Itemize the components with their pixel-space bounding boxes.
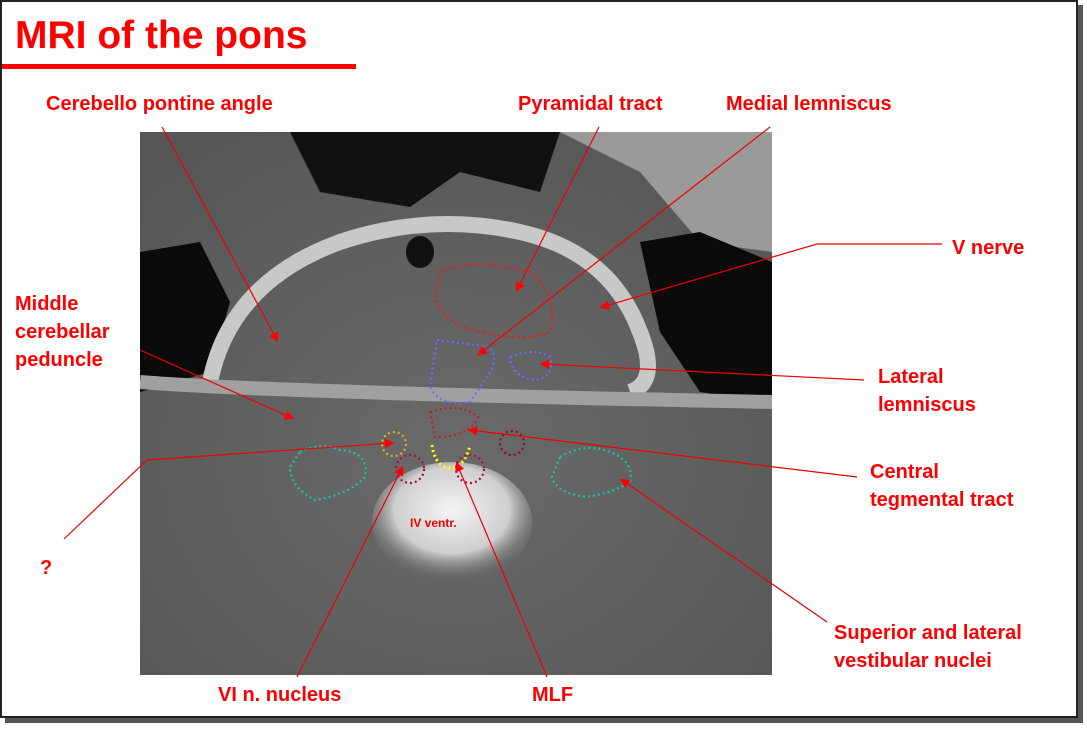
label-v-nerve: V nerve bbox=[952, 237, 1025, 259]
label-vi-nucleus: VI n. nucleus bbox=[218, 684, 342, 706]
label-central-tegmental-tract: Central tegmental tract bbox=[870, 458, 1013, 514]
title-underline bbox=[2, 64, 356, 69]
mri-image bbox=[140, 132, 772, 675]
label-line: Central bbox=[870, 461, 939, 483]
label-line: peduncle bbox=[15, 349, 103, 371]
label-cerebello-pontine-angle: Cerebello pontine angle bbox=[46, 93, 273, 115]
label-question: ? bbox=[40, 557, 53, 579]
label-middle-cerebellar-peduncle: Middle cerebellar peduncle bbox=[15, 290, 110, 374]
label-vestibular-nuclei: Superior and lateral vestibular nuclei bbox=[834, 619, 1022, 675]
label-mlf: MLF bbox=[532, 684, 574, 706]
label-line: Superior and lateral bbox=[834, 622, 1022, 644]
slide: MRI of the pons bbox=[0, 0, 1078, 718]
label-line: lemniscus bbox=[878, 394, 976, 416]
label-line: tegmental tract bbox=[870, 489, 1014, 511]
label-pyramidal-tract: Pyramidal tract bbox=[518, 93, 663, 115]
page-title: MRI of the pons bbox=[15, 14, 308, 57]
fourth-ventricle-label: IV ventr. bbox=[410, 516, 457, 530]
label-line: Lateral bbox=[878, 366, 944, 388]
label-line: cerebellar bbox=[15, 321, 110, 343]
label-line: vestibular nuclei bbox=[834, 650, 992, 672]
label-lateral-lemniscus: Lateral lemniscus bbox=[878, 363, 976, 419]
label-medial-lemniscus: Medial lemniscus bbox=[726, 93, 892, 115]
label-line: Middle bbox=[15, 293, 79, 315]
